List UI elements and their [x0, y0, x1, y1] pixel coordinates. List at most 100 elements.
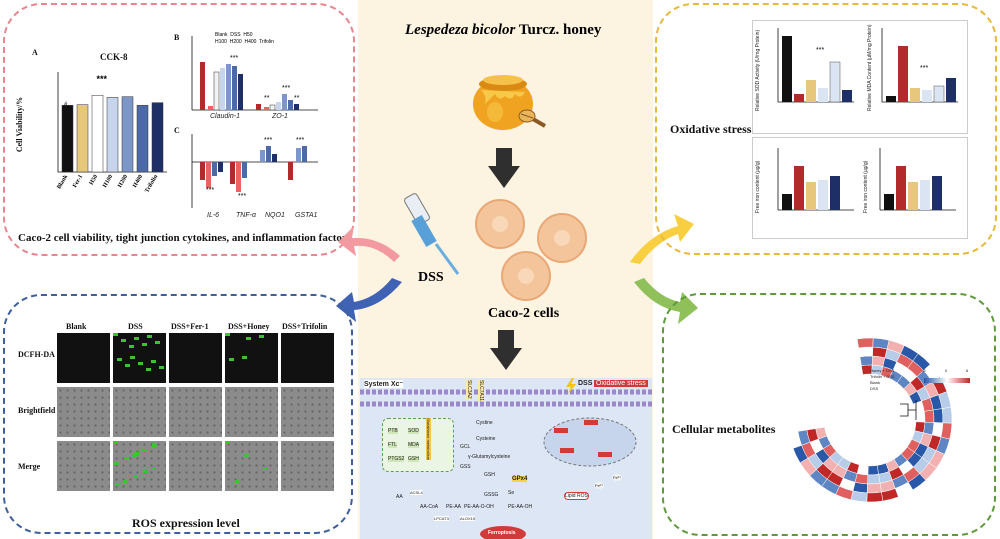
caption-ros: ROS expression level [132, 516, 240, 530]
iron-ylabel-2: Free iron content (µg/g) [863, 160, 869, 213]
green-fluorescence-spot [113, 333, 118, 336]
node-aa-coa: AA-CoA [420, 504, 439, 510]
cck8-tick-label: H50 [89, 174, 100, 186]
colorbar-min: -6 [922, 368, 926, 373]
green-fluorescence-spot [117, 358, 122, 361]
ros-image-cell [225, 387, 278, 437]
green-fluorescence-spot [225, 441, 230, 444]
legend-trifolin: Trifolin [259, 39, 274, 45]
heatmap-cell [940, 422, 953, 440]
ros-image-cell [113, 387, 166, 437]
col-trifolin: DSS+Trifolin [282, 322, 328, 331]
legend-h200: H200 [229, 39, 242, 45]
heatmap-cell [850, 490, 868, 503]
heatmap-cell [867, 465, 879, 476]
node-pe-aa-o-oh: PE-AA-O-OH [464, 504, 494, 510]
meta-item-6: GSH [408, 456, 419, 462]
legend-h400: H400 [244, 39, 257, 45]
node-gamma-glu: γ-Glutamylcysteine [468, 454, 511, 460]
cck8-tick-label: H100 [102, 174, 114, 189]
ros-image-cell [281, 333, 334, 383]
green-fluorescence-spot [124, 457, 129, 460]
node-alox15: ALOX15 [460, 516, 476, 521]
panel-tight-junction [3, 3, 355, 256]
oxidative-stress-tag: Oxidative stress [594, 380, 648, 387]
arrow-blue-icon [336, 278, 402, 322]
green-fluorescence-spot [229, 358, 234, 361]
node-gssg: GSSG [484, 492, 499, 498]
iron-chart-2 [879, 148, 956, 211]
green-fluorescence-spot [242, 356, 247, 359]
node-lipid-ros: Lipid ROS [564, 492, 589, 500]
cck8-bar [151, 102, 164, 173]
chart-c-gene-2: TNF-α [236, 212, 256, 219]
green-fluorescence-spot [114, 462, 119, 465]
cck8-tick-label: H200 [117, 174, 129, 189]
down-arrow-icon [488, 148, 520, 188]
ros-image-cell [57, 333, 110, 383]
ros-image-cell [169, 333, 222, 383]
svg-text:***: *** [264, 137, 272, 144]
dss-pathway-label: DSS [578, 380, 593, 387]
node-pe-aa-oh: PE-AA-OH [508, 504, 533, 510]
node-pe-aa: PE-AA [446, 504, 462, 510]
heatmap-legend-3: Blank [870, 380, 881, 385]
ros-image-cell [113, 441, 166, 491]
node-lpcat3: LPCAT3 [434, 516, 449, 521]
meta-item-4: MDA [408, 442, 420, 448]
cck8-bar [121, 96, 134, 173]
svg-text:***: *** [238, 193, 246, 200]
honey-pot-icon [473, 75, 547, 130]
cck8-bar [91, 95, 104, 173]
chart-c-gene-4: GSTA1 [295, 212, 318, 219]
col-fer1: DSS+Fer-1 [171, 322, 209, 331]
green-fluorescence-spot [246, 337, 251, 340]
green-fluorescence-spot [113, 441, 118, 444]
green-fluorescence-spot [225, 333, 230, 336]
colorbar-max: 6 [966, 368, 969, 373]
glutathione-title: Glutathione metabolism [426, 418, 431, 461]
legend-h50: H50 [243, 32, 253, 38]
pathway-diagram: System Xc⁻ SLC3A2 SLC7A11 DSS Oxidative … [360, 378, 652, 539]
green-fluorescence-spot [143, 470, 148, 473]
green-fluorescence-spot [152, 444, 157, 447]
heatmap-cell [932, 408, 944, 424]
slc7a11-label: SLC7A11 [478, 380, 484, 402]
heatmap-cell [915, 411, 926, 423]
heatmap-cell [866, 482, 882, 494]
green-fluorescence-spot [259, 335, 264, 338]
svg-text:***: *** [206, 187, 214, 194]
arrow-pink-icon [338, 226, 400, 262]
green-fluorescence-spot [134, 337, 139, 340]
chart-c-letter: C [174, 126, 180, 135]
node-gpx4: GPx4 [512, 476, 528, 482]
legend-h100: H100 [215, 39, 227, 45]
chart-c: *** *** *** *** [191, 134, 318, 208]
panel-metabolites [662, 293, 996, 536]
ros-image-cell [169, 441, 222, 491]
ros-image-cell [57, 387, 110, 437]
panel-oxidative-stress [655, 3, 997, 255]
cck8-bar [76, 104, 89, 173]
circular-heatmap [788, 337, 953, 503]
chart-a-ylabel: Cell Viability/% [15, 96, 25, 153]
green-fluorescence-spot [115, 483, 120, 486]
slc3a2-label: SLC3A2 [466, 380, 472, 399]
meta-item-1: PTB [388, 428, 398, 434]
system-xc-label: System Xc⁻ [364, 380, 404, 388]
caption-metabolites: Cellular metabolites [672, 422, 776, 436]
green-fluorescence-spot [263, 467, 268, 470]
chart-b: *** *** ** ** [191, 36, 318, 111]
cck8-hash: # [64, 102, 68, 108]
green-fluorescence-spot [129, 345, 134, 348]
ros-image-cell [57, 441, 110, 491]
ros-image-cell [169, 387, 222, 437]
lightning-icon [566, 378, 576, 394]
svg-text:**: ** [264, 95, 270, 102]
chart-b-legend: Blank DSS H50 H100 H200 H400 Trifolin [215, 32, 325, 46]
node-se: Se [508, 490, 515, 496]
honey-title: Lespedeza bicolor Turcz. honey [405, 22, 601, 39]
cck8-tick-label: Fer-1 [72, 174, 84, 189]
mda-ylabel: Relative MDA Content (µM/mg Protein) [867, 24, 873, 111]
cck8-tick-label: H400 [132, 174, 144, 189]
